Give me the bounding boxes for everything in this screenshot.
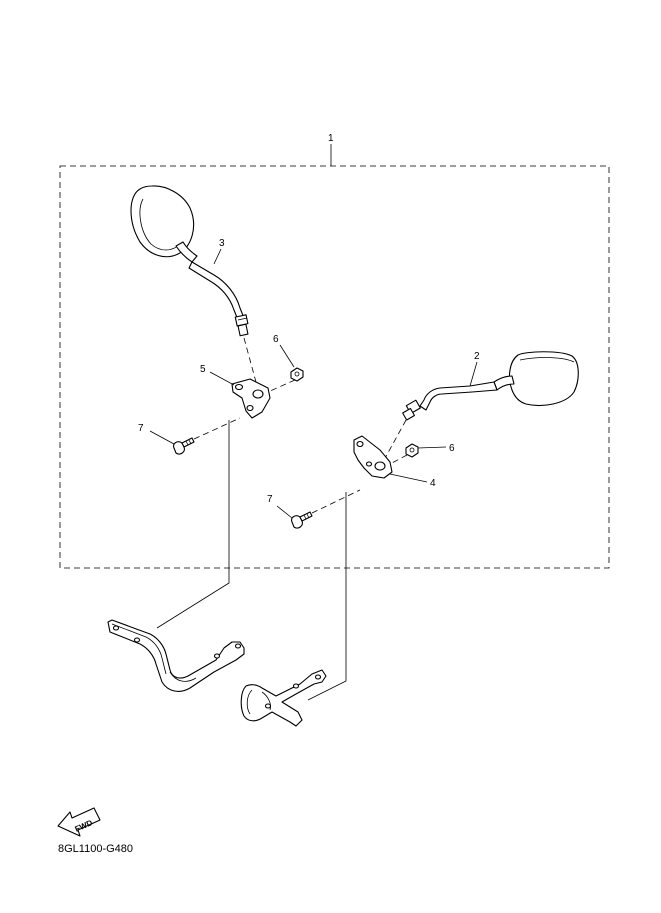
- bolt-left: [173, 437, 195, 455]
- fwd-arrow-icon: FWD: [57, 807, 101, 837]
- leader-mirror-right: [469, 361, 478, 387]
- callout-bracket-left: 5: [200, 364, 206, 375]
- drawing-code: 8GL1100-G480: [58, 843, 133, 855]
- bracket-right: [353, 435, 393, 479]
- leader-bolt-right: [276, 505, 293, 519]
- bracket-left: [231, 378, 271, 419]
- leader-nut-left: [279, 344, 295, 368]
- callout-bolt-left: 7: [138, 423, 144, 434]
- callout-bolt-right: 7: [267, 494, 273, 505]
- leader-bolt-left: [149, 430, 175, 445]
- leader-nut-right: [417, 446, 447, 449]
- leader-bracket-right: [389, 473, 428, 483]
- assembly-boundary: [59, 165, 610, 569]
- mirror-right: [402, 351, 579, 421]
- callout-mirror-left: 3: [219, 238, 225, 249]
- mirror-left: [130, 185, 249, 337]
- frame-left: [107, 619, 245, 692]
- bolt-right: [291, 511, 313, 529]
- leader-bracket-left: [209, 371, 235, 386]
- nut-left: [290, 367, 304, 382]
- callout-mirror-right: 2: [474, 351, 480, 362]
- nut-right: [405, 443, 419, 458]
- callout-nut-right: 6: [449, 443, 455, 454]
- callout-assembly: 1: [328, 133, 334, 144]
- callout-bracket-right: 4: [430, 478, 436, 489]
- frame-right: [240, 669, 327, 727]
- callout-nut-left: 6: [273, 334, 279, 345]
- leader-mirror-left: [213, 248, 222, 265]
